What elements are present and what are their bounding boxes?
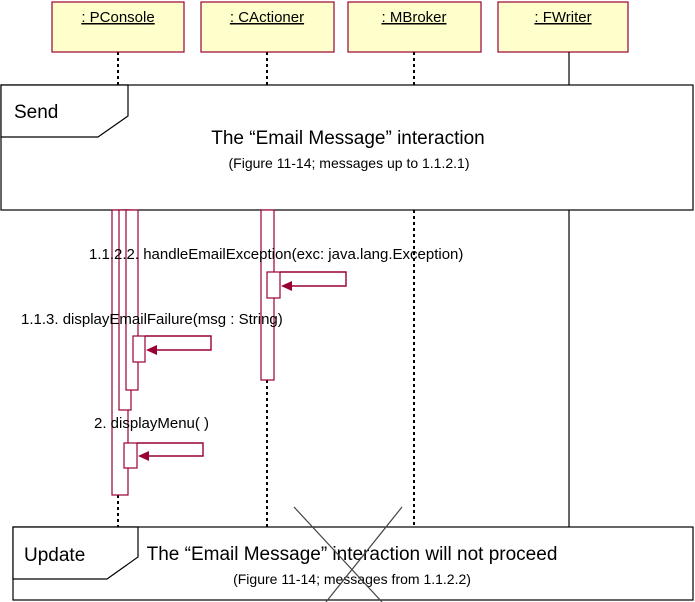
message-handle-email-exception-label: 1.1.2.2. handleEmailException(exc: java.… [89, 246, 463, 263]
lifeline-fwriter-label: : FWriter [534, 9, 591, 26]
frame-send-tab [0, 84, 129, 138]
message-handle-email-exception-arrow [280, 271, 347, 287]
message-handle-email-exception-head [281, 281, 292, 291]
frame-update-label: Update [24, 545, 85, 566]
frame-update-title: The “Email Message” interaction will not… [147, 544, 558, 565]
message-display-email-failure-label: 1.1.3. displayEmailFailure(msg : String) [21, 311, 283, 328]
frame-send-title: The “Email Message” interaction [211, 128, 485, 149]
destruction-cross-line-1 [293, 506, 383, 602]
frame-update: Update The “Email Message” interaction w… [12, 526, 694, 601]
frame-update-tab [12, 526, 139, 580]
frame-send-subtitle: (Figure 11-14; messages up to 1.1.2.1) [229, 155, 470, 171]
message-display-email-failure: 1.1.3. displayEmailFailure(msg : String) [21, 311, 283, 355]
frame-send-box [0, 84, 694, 211]
message-handle-email-exception: 1.1.2.2. handleEmailException(exc: java.… [89, 246, 463, 291]
lifeline-fwriter-box[interactable] [497, 1, 629, 53]
lifeline-cactioner[interactable]: : CActioner [200, 1, 335, 53]
lifeline-cactioner-box[interactable] [200, 1, 335, 53]
message-display-menu-head [138, 451, 149, 461]
lifeline-pconsole-box[interactable] [51, 1, 185, 53]
lifeline-mbroker-box[interactable] [347, 1, 482, 53]
lifeline-pconsole-label: : PConsole [81, 9, 154, 26]
frame-send-label: Send [14, 102, 58, 123]
lifeline-pconsole[interactable]: : PConsole [51, 1, 185, 53]
activation-pconsole-4 [132, 335, 146, 363]
message-display-menu-label: 2. displayMenu( ) [94, 415, 209, 432]
activation-pconsole-3 [125, 209, 139, 391]
destruction-cross [293, 506, 403, 602]
frame-update-subtitle: (Figure 11-14; messages from 1.1.2.2) [233, 571, 471, 587]
message-display-menu-arrow [137, 442, 204, 457]
message-display-email-failure-head [146, 345, 157, 355]
message-display-email-failure-arrow [145, 335, 212, 351]
lifeline-cactioner-label: : CActioner [230, 9, 304, 26]
lifeline-mbroker-label: : MBroker [381, 9, 446, 26]
frame-send: Send The “Email Message” interaction (Fi… [0, 84, 694, 211]
activation-cactioner-2 [266, 271, 281, 299]
activation-pconsole-5 [123, 442, 138, 469]
lifeline-fwriter[interactable]: : FWriter [497, 1, 629, 53]
lifeline-mbroker[interactable]: : MBroker [347, 1, 482, 53]
message-display-menu: 2. displayMenu( ) [94, 415, 209, 461]
destruction-cross-line-2 [325, 506, 403, 602]
